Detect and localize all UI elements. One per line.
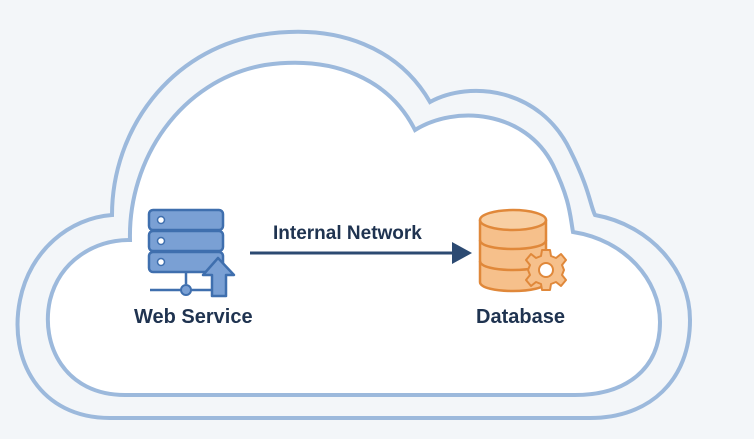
node-label-database: Database: [476, 306, 565, 328]
cloud-inner-outline: [45, 60, 663, 397]
database-gear-icon: [478, 208, 567, 293]
cloud-outer-outline: [15, 29, 693, 420]
node-label-web-service: Web Service: [134, 306, 253, 328]
edge-label-internal-network: Internal Network: [273, 223, 422, 244]
internal-network-arrow: [250, 242, 472, 264]
server-upload-icon: [147, 208, 236, 298]
